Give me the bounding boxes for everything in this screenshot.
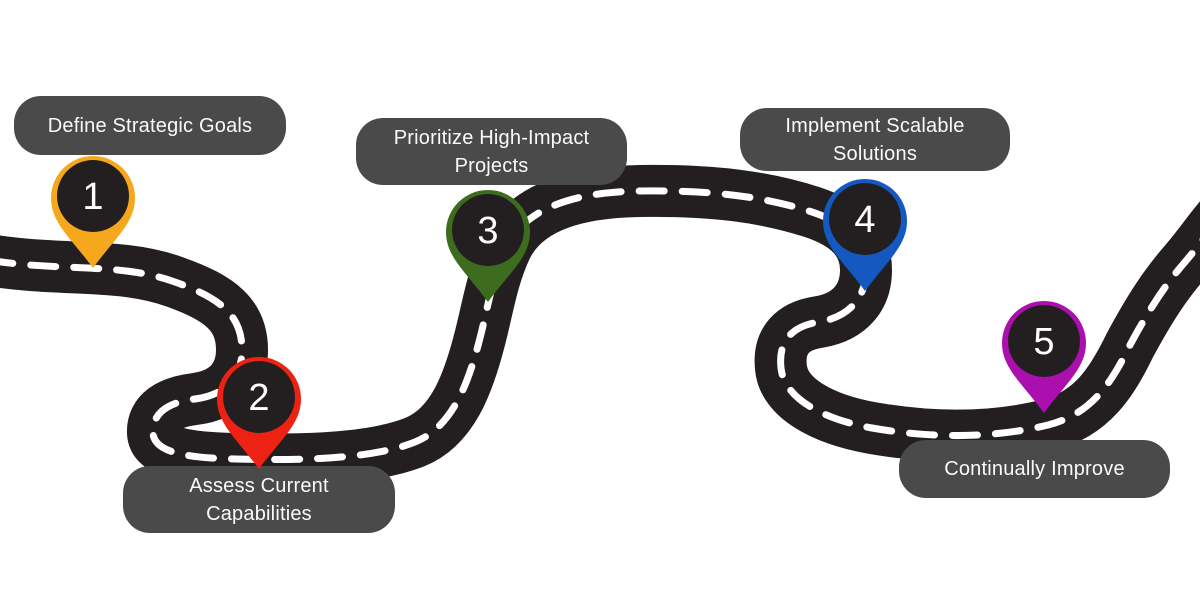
step-4-pin: 4: [823, 179, 907, 291]
step-5-number: 5: [1033, 321, 1054, 363]
step-3-label: Prioritize High-Impact Projects: [393, 126, 590, 177]
pin-inner-circle: [1008, 305, 1080, 377]
pin-inner-circle: [452, 194, 524, 266]
step-1-label-bubble: Define Strategic Goals: [14, 96, 286, 155]
step-4-number: 4: [854, 199, 875, 241]
step-2-label: Assess Current Capabilities: [189, 474, 329, 525]
pin-inner-circle: [829, 183, 901, 255]
pin-inner-circle: [57, 160, 129, 232]
step-5-label-bubble: Continually Improve: [899, 440, 1170, 498]
step-2-label-bubble: Assess Current Capabilities: [123, 466, 395, 533]
step-4-label: Implement Scalable Solutions: [785, 114, 965, 165]
step-2-number: 2: [248, 377, 269, 419]
step-1-number: 1: [82, 176, 103, 218]
step-3-number: 3: [477, 210, 498, 252]
step-1-label: Define Strategic Goals: [47, 114, 253, 137]
step-3-label-bubble: Prioritize High-Impact Projects: [356, 118, 627, 185]
road-dashed-center-line: [0, 187, 1200, 464]
pin-inner-circle: [223, 361, 295, 433]
step-4-label-bubble: Implement Scalable Solutions: [740, 108, 1010, 171]
step-5-pin: 5: [1002, 301, 1086, 413]
step-2-pin: 2: [217, 357, 301, 469]
step-1-pin: 1: [51, 156, 135, 268]
step-5-label: Continually Improve: [944, 458, 1125, 480]
step-3-pin: 3: [446, 190, 530, 302]
